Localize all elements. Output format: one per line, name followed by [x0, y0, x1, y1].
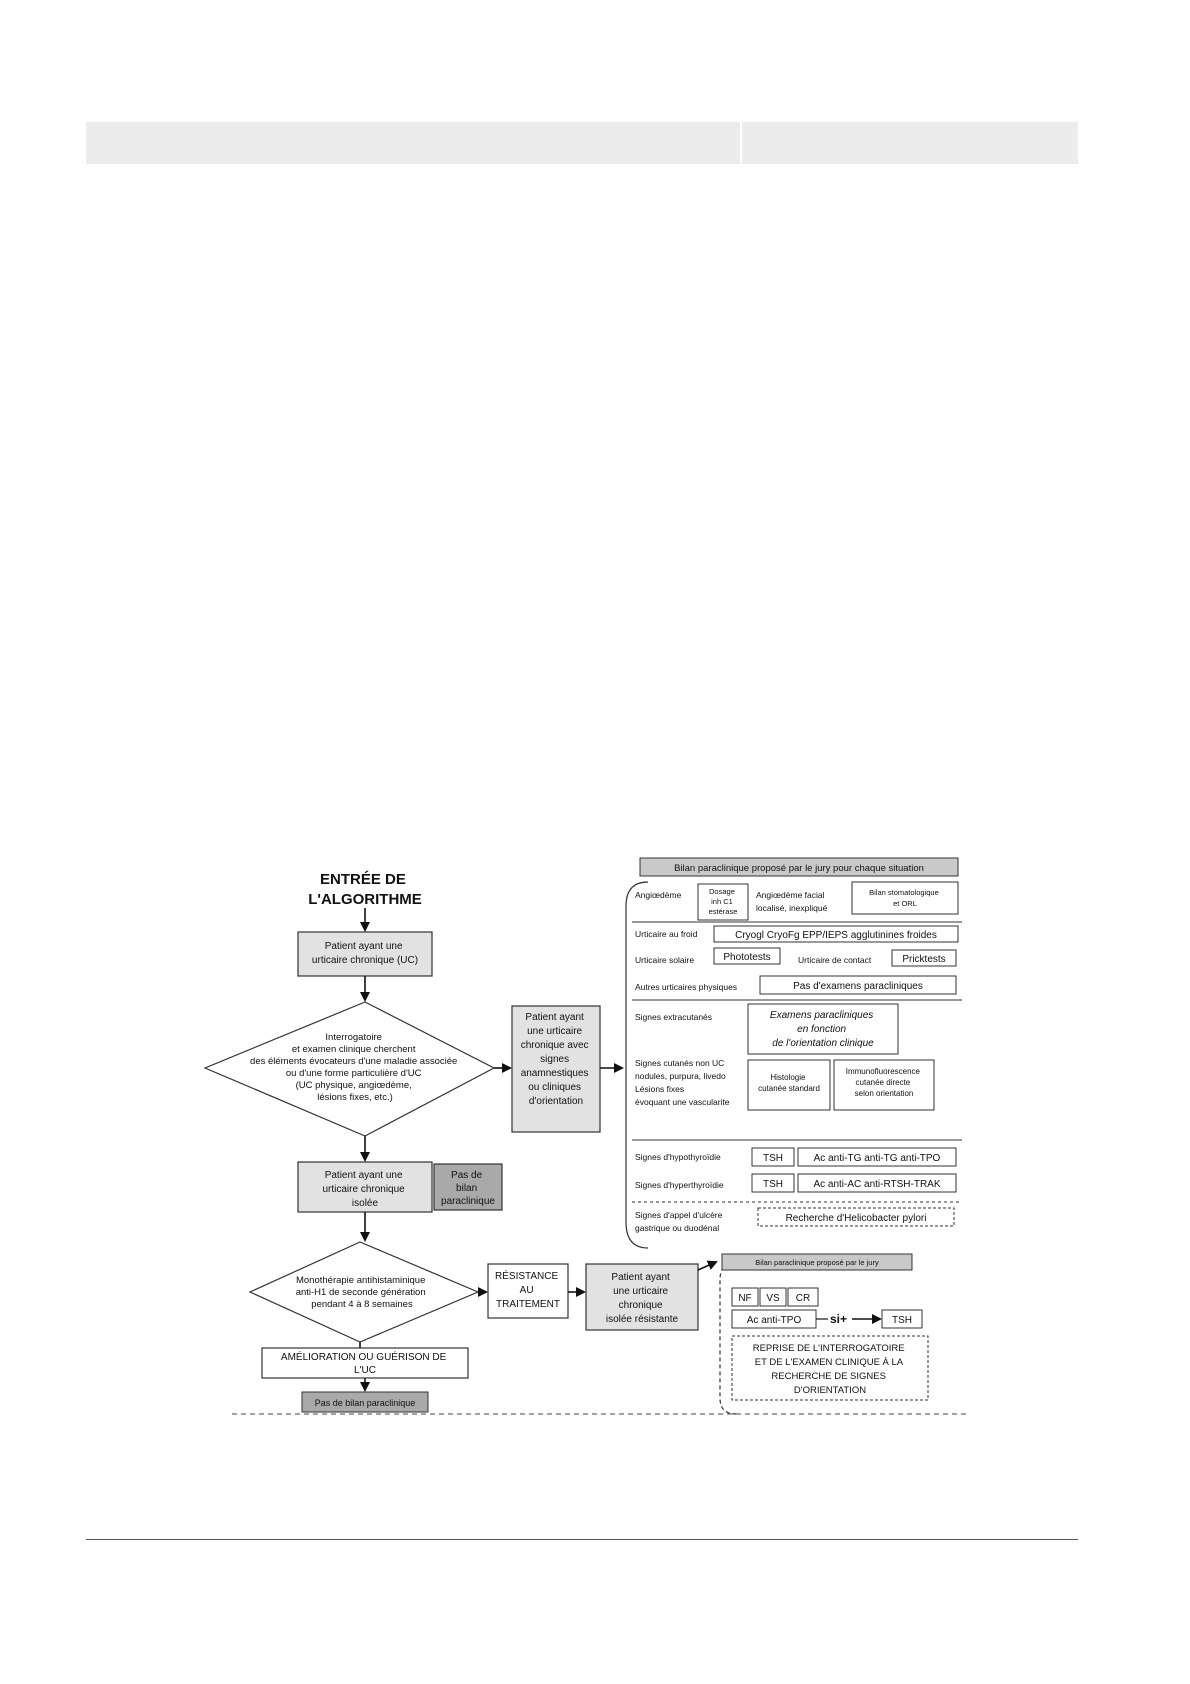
arrow-resistante-to-lower-panel — [697, 1260, 718, 1271]
nf-box — [731, 1287, 759, 1307]
diamond-mono-label: Monothérapie antihistaminique anti-H1 de… — [296, 1275, 429, 1310]
extra-box-label: Examens paracliniques en fonction de l'o… — [770, 1010, 876, 1049]
hyper-label: Signes d'hyperthyroïdie — [635, 1180, 724, 1190]
angio-label: Angiœdème — [635, 890, 682, 900]
footer-rule — [86, 1539, 1078, 1540]
hypo-ac-box — [797, 1147, 957, 1167]
right-panel-title-box — [639, 857, 959, 877]
immuno-box — [833, 1059, 935, 1111]
hyper-ac-box — [797, 1173, 957, 1193]
box-signes-label: Patient ayant une urticaire chronique av… — [521, 1012, 592, 1107]
lower-panel-title: Bilan paraclinique proposé par le jury — [755, 1258, 879, 1267]
right-panel-bracket — [625, 881, 649, 1249]
header-bar-left — [86, 122, 740, 164]
ulcere-box — [757, 1207, 955, 1227]
autres-box-label: Pas d'examens paracliniques — [793, 981, 923, 992]
si-label: si+ — [830, 1312, 847, 1326]
reprise-box — [731, 1335, 929, 1401]
reprise-label: REPRISE DE L'INTERROGATOIRE ET DE L'EXAM… — [753, 1343, 908, 1396]
immuno-box-label: Immunofluorescence cutanée directe selon… — [846, 1067, 923, 1098]
ulcere-label: Signes d'appel d'ulcère gastrique ou duo… — [635, 1210, 725, 1233]
ac-tpo-label: Ac anti-TPO — [747, 1315, 802, 1326]
solaire-box — [713, 947, 781, 965]
lower-tsh-label: TSH — [892, 1315, 912, 1326]
contact-label: Urticaire de contact — [798, 955, 872, 965]
cr-box — [787, 1287, 819, 1307]
entry-title: ENTRÉE DE L'ALGORITHME — [308, 871, 422, 908]
histo-box — [747, 1059, 831, 1111]
box-pas-de-bilan-bottom-label: Pas de bilan paraclinique — [315, 1398, 416, 1408]
froid-box-label: Cryogl CryoFg EPP/IEPS agglutinines froi… — [735, 930, 937, 941]
box-amelioration — [261, 1347, 469, 1379]
hypo-tsh-label: TSH — [763, 1153, 783, 1164]
right-panel-title: Bilan paraclinique proposé par le jury p… — [674, 863, 924, 874]
header-bar-right — [742, 122, 1078, 164]
diamond-interrogatoire-label: Interrogatoire et examen clinique cherch… — [250, 1032, 460, 1103]
box-uc-resistante — [585, 1263, 699, 1331]
hypo-ac-label: Ac anti-TG anti-TG anti-TPO — [814, 1153, 941, 1164]
box-resistance-label: RÉSISTANCE AU TRAITEMENT — [495, 1269, 561, 1310]
cutanes-label: Signes cutanés non UC nodules, purpura, … — [635, 1058, 730, 1107]
box-amelioration-label: AMÉLIORATION OU GUÉRISON DE L'UC — [281, 1350, 449, 1376]
hyper-tsh-box — [751, 1173, 795, 1193]
nf-label: NF — [738, 1293, 751, 1304]
angio-bilan-label: Bilan stomatologique et ORL — [869, 888, 941, 908]
extra-label: Signes extracutanés — [635, 1012, 712, 1022]
lower-tsh-box — [881, 1309, 923, 1329]
angio-bilan-box — [851, 881, 959, 915]
box-pas-de-bilan-label: Pas de bilan paraclinique — [441, 1170, 495, 1207]
contact-box — [891, 949, 957, 967]
froid-box — [713, 925, 959, 943]
box-uc-label: Patient ayant une urticaire chronique (U… — [312, 941, 418, 966]
extra-box — [747, 1003, 899, 1055]
vs-label: VS — [766, 1293, 780, 1304]
hypo-tsh-box — [751, 1147, 795, 1167]
lower-panel-title-box — [721, 1253, 913, 1271]
box-resistance — [487, 1263, 569, 1319]
angio-facial-label: Angiœdème facial localisé, inexpliqué — [756, 890, 828, 913]
solaire-box-label: Phototests — [723, 952, 770, 963]
box-pas-de-bilan — [433, 1163, 503, 1211]
autres-label: Autres urticaires physiques — [635, 982, 737, 992]
froid-label: Urticaire au froid — [635, 929, 698, 939]
hypo-label: Signes d'hypothyroïdie — [635, 1152, 721, 1162]
box-resistante-label: Patient ayant une urticaire chronique is… — [606, 1272, 679, 1325]
solaire-label: Urticaire solaire — [635, 955, 694, 965]
cr-label: CR — [796, 1293, 810, 1304]
box-uc — [297, 931, 433, 977]
box-uc-isolee — [297, 1161, 433, 1213]
histo-box-label: Histologie cutanée standard — [758, 1073, 820, 1093]
hyper-ac-label: Ac anti-AC anti-RTSH-TRAK — [813, 1179, 940, 1190]
box-signes-orientation — [511, 1005, 601, 1133]
autres-box — [759, 975, 957, 995]
hyper-tsh-label: TSH — [763, 1179, 783, 1190]
vs-box — [759, 1287, 787, 1307]
ulcere-box-label: Recherche d'Helicobacter pylori — [786, 1213, 927, 1224]
angio-dosage-box — [697, 883, 749, 921]
box-pas-de-bilan-bottom — [301, 1391, 429, 1413]
angio-dosage-label: Dosage inh C1 estérase — [709, 887, 738, 916]
contact-box-label: Pricktests — [902, 954, 945, 965]
box-isolee-label: Patient ayant une urticaire chronique is… — [322, 1170, 407, 1209]
